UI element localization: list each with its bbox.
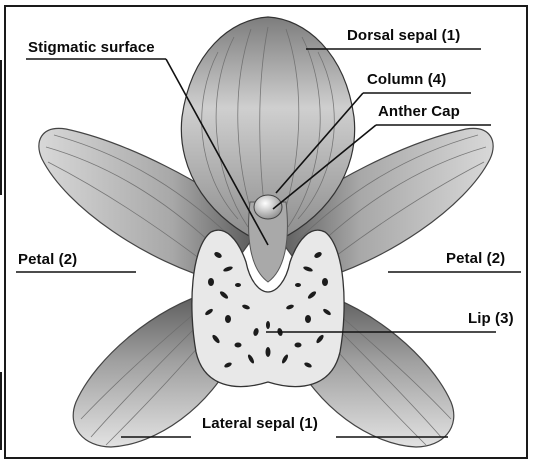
label-stigmatic-surface: Stigmatic surface xyxy=(28,39,155,56)
diagram-frame: Stigmatic surface Dorsal sepal (1) Colum… xyxy=(4,5,528,459)
label-petal-right: Petal (2) xyxy=(446,250,505,267)
anther-cap xyxy=(254,195,282,219)
label-anther-cap: Anther Cap xyxy=(378,103,460,120)
label-lip: Lip (3) xyxy=(468,310,514,327)
label-column: Column (4) xyxy=(367,71,446,88)
orchid-illustration xyxy=(6,7,526,457)
label-lateral-sepal: Lateral sepal (1) xyxy=(202,415,318,432)
left-edge-mark xyxy=(0,60,2,195)
left-edge-mark xyxy=(0,372,2,450)
label-dorsal-sepal: Dorsal sepal (1) xyxy=(347,27,460,44)
label-petal-left: Petal (2) xyxy=(18,251,77,268)
